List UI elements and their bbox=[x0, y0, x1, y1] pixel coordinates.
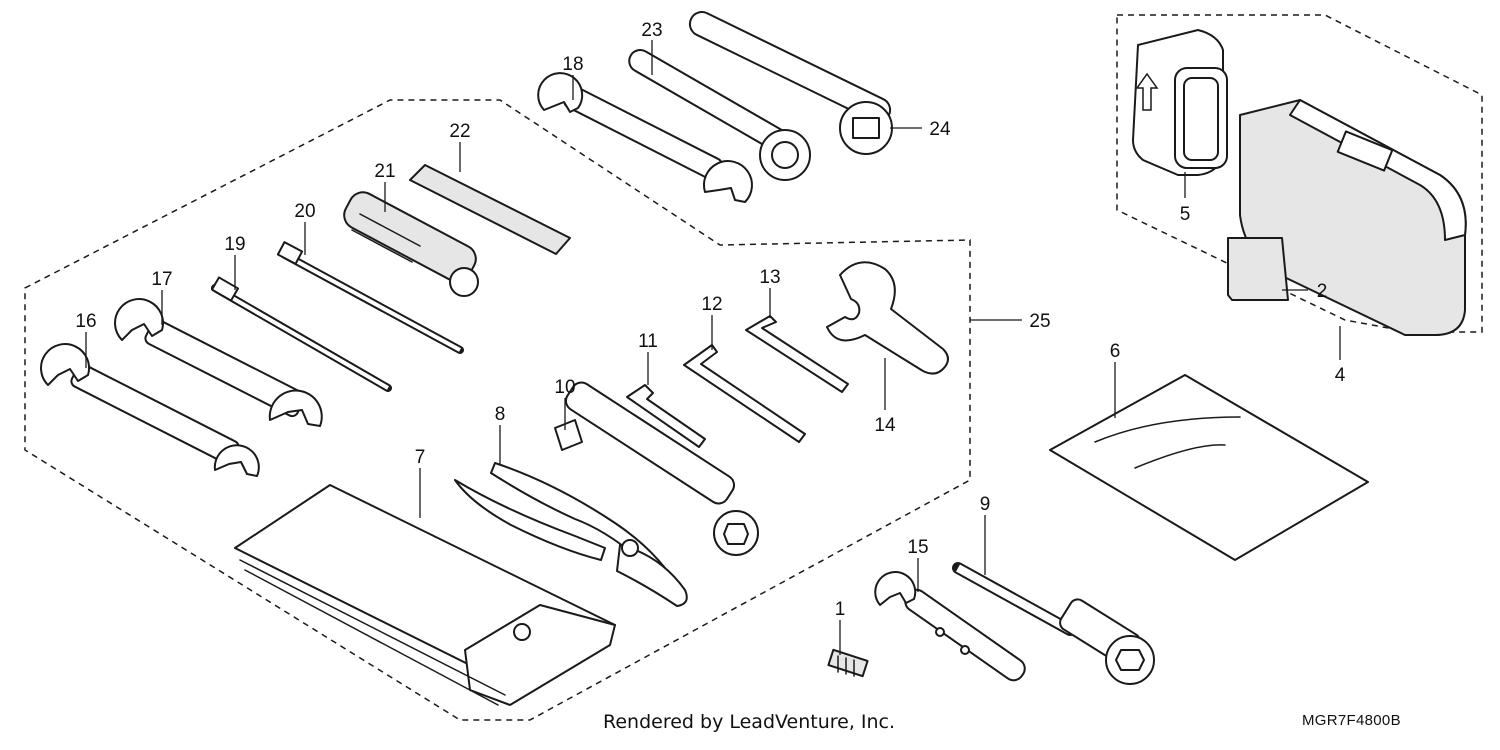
callout-13: 13 bbox=[759, 267, 780, 288]
leader-lines bbox=[85, 40, 1341, 655]
callout-25: 25 bbox=[1029, 311, 1050, 332]
part-22-strip bbox=[409, 164, 571, 255]
part-13-hex-key bbox=[745, 315, 849, 393]
part-10-socket-wrench bbox=[554, 381, 759, 556]
callout-18: 18 bbox=[562, 54, 583, 75]
callout-1: 1 bbox=[835, 599, 846, 620]
credit-text: Rendered by LeadVenture, Inc. bbox=[603, 711, 896, 733]
part-7-tool-pouch bbox=[234, 484, 616, 706]
tool-case-group-boundary bbox=[1116, 14, 1483, 333]
callout-5: 5 bbox=[1180, 204, 1191, 225]
callout-2: 2 bbox=[1317, 281, 1328, 302]
callout-6: 6 bbox=[1110, 341, 1121, 362]
callout-10: 10 bbox=[554, 377, 575, 398]
drawing-code: MGR7F4800B bbox=[1302, 712, 1401, 729]
part-20-screwdriver bbox=[276, 241, 464, 354]
callout-4: 4 bbox=[1335, 365, 1346, 386]
callout-21: 21 bbox=[374, 161, 395, 182]
part-5-cover bbox=[1132, 29, 1228, 176]
callout-11: 11 bbox=[638, 331, 658, 352]
part-14-pin-spanner bbox=[826, 261, 949, 375]
callout-8: 8 bbox=[495, 404, 506, 425]
part-21-screwdriver-handle bbox=[343, 191, 479, 297]
part-11-hex-key bbox=[626, 384, 706, 448]
part-19-screwdriver bbox=[210, 276, 392, 392]
part-24-box-wrench bbox=[688, 11, 893, 155]
part-18-open-end-wrench bbox=[537, 72, 753, 203]
part-12-hex-key bbox=[683, 344, 806, 443]
part-1-clip bbox=[827, 648, 869, 678]
part-16-double-wrench bbox=[40, 343, 260, 477]
part-4-tool-case bbox=[1239, 99, 1467, 336]
callout-15: 15 bbox=[907, 537, 928, 558]
callout-7: 7 bbox=[415, 447, 426, 468]
part-17-double-wrench bbox=[114, 298, 323, 427]
callout-24: 24 bbox=[929, 119, 951, 140]
callout-9: 9 bbox=[980, 494, 991, 515]
callout-20: 20 bbox=[294, 201, 315, 222]
part-15-spanner bbox=[874, 571, 1026, 682]
callout-22: 22 bbox=[449, 121, 470, 142]
part-9-socket-wrench bbox=[952, 562, 1155, 685]
callouts: 1 2 4 5 6 7 8 9 10 11 12 13 14 15 16 17 … bbox=[75, 20, 1345, 620]
callout-23: 23 bbox=[641, 20, 662, 41]
callout-16: 16 bbox=[75, 311, 96, 332]
callout-12: 12 bbox=[701, 294, 722, 315]
part-23-box-wrench bbox=[628, 49, 811, 181]
part-2-sticker bbox=[1227, 237, 1289, 301]
callout-14: 14 bbox=[874, 415, 896, 436]
part-6-manual bbox=[1049, 374, 1369, 561]
callout-17: 17 bbox=[151, 269, 172, 290]
part-8-pliers bbox=[454, 462, 688, 607]
callout-19: 19 bbox=[224, 234, 245, 255]
tool-roll-group-boundary bbox=[24, 99, 971, 721]
